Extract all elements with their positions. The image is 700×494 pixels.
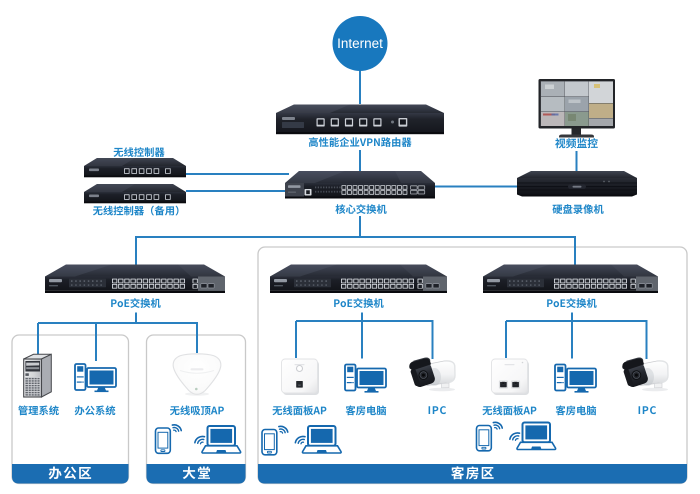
svg-text:Internet: Internet <box>337 36 383 51</box>
